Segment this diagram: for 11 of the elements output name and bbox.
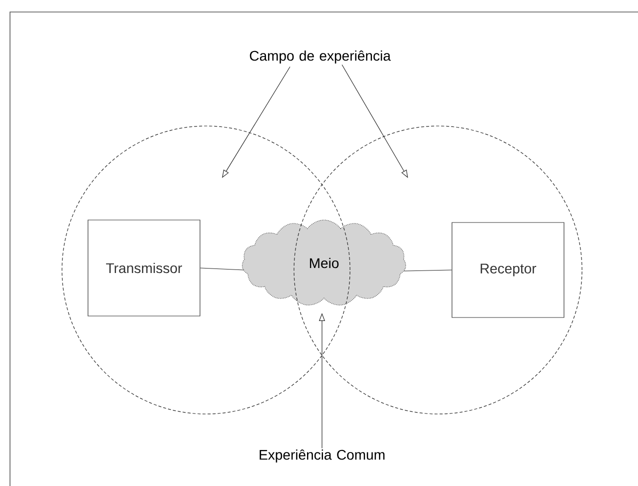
field-circle bbox=[294, 126, 582, 414]
receiver-box: Receptor bbox=[452, 222, 564, 318]
medium-cloud: Meio bbox=[242, 220, 406, 306]
caption-text: Experiência Comum bbox=[260, 449, 384, 463]
caption-text: Campo de experiência bbox=[250, 50, 391, 64]
connector-line bbox=[404, 270, 452, 272]
transmitter-box: Transmissor bbox=[88, 220, 200, 316]
field-circle bbox=[62, 126, 350, 414]
connector-line bbox=[200, 268, 244, 270]
arrow bbox=[222, 66, 290, 178]
arrow bbox=[342, 64, 408, 178]
